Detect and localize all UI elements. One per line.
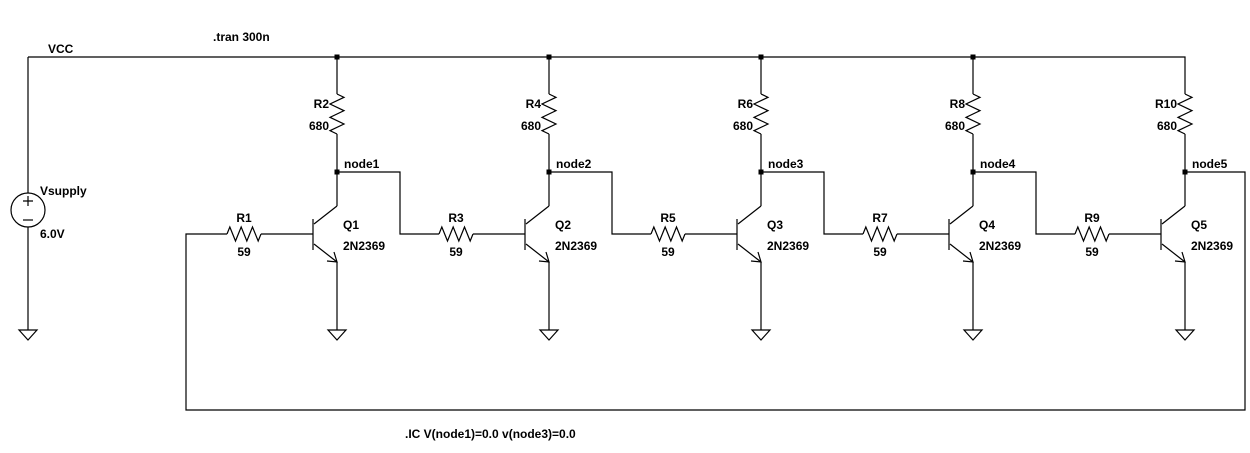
ground-symbol <box>1174 329 1196 341</box>
base-resistor-value: 59 <box>873 245 887 259</box>
transistor-name: Q5 <box>1191 218 1207 232</box>
collector-resistor-name: R4 <box>526 97 542 111</box>
base-resistor-symbol <box>226 225 262 243</box>
collector-resistor-value: 680 <box>733 119 753 133</box>
base-resistor-value: 59 <box>661 245 675 259</box>
collector-resistor-symbol <box>328 93 346 135</box>
vcc-rail-wire <box>28 56 1186 94</box>
base-resistor-value: 59 <box>449 245 463 259</box>
collector-resistor-name: R6 <box>738 97 754 111</box>
transistor-emitter-line <box>949 243 974 263</box>
vcc-net-label: VCC <box>48 42 74 56</box>
supply-ground-symbol <box>17 329 39 341</box>
base-resistor-symbol <box>1074 225 1110 243</box>
transistor-model: 2N2369 <box>1191 239 1233 253</box>
collector-resistor-symbol <box>1176 93 1194 135</box>
transistor-name: Q4 <box>979 218 995 232</box>
transistor-emitter-line <box>1161 243 1186 263</box>
node-label: node3 <box>768 157 804 171</box>
interstage-wire <box>337 171 439 235</box>
transistor-name: Q2 <box>555 218 571 232</box>
transistor-model: 2N2369 <box>555 239 597 253</box>
base-resistor-value: 59 <box>237 245 251 259</box>
transistor-model: 2N2369 <box>767 239 809 253</box>
base-resistor-name: R3 <box>448 211 464 225</box>
base-resistor-name: R1 <box>236 211 252 225</box>
ic-directive: .IC V(node1)=0.0 v(node3)=0.0 <box>405 427 576 441</box>
base-resistor-value: 59 <box>1085 245 1099 259</box>
ground-symbol <box>538 329 560 341</box>
transistor-emitter-line <box>313 243 338 263</box>
transistor-name: Q1 <box>343 218 359 232</box>
vsupply-value-label: 6.0V <box>40 227 65 241</box>
transistor-collector-line <box>525 205 550 225</box>
vsupply-plus-sign <box>23 196 33 206</box>
transistor-emitter-line <box>525 243 550 263</box>
interstage-wire <box>761 171 863 235</box>
base-resistor-name: R5 <box>660 211 676 225</box>
transistor-collector-line <box>737 205 762 225</box>
collector-resistor-symbol <box>540 93 558 135</box>
base-resistor-name: R7 <box>872 211 888 225</box>
transistor-collector-line <box>1161 205 1186 225</box>
collector-resistor-symbol <box>964 93 982 135</box>
transistor-collector-line <box>313 205 338 225</box>
interstage-wire <box>549 171 651 235</box>
collector-resistor-name: R10 <box>1155 97 1177 111</box>
ground-symbol <box>750 329 772 341</box>
node-label: node5 <box>1192 157 1228 171</box>
transistor-model: 2N2369 <box>979 239 1021 253</box>
node-label: node1 <box>344 157 380 171</box>
collector-resistor-value: 680 <box>521 119 541 133</box>
transistor-collector-line <box>949 205 974 225</box>
transistor-emitter-line <box>737 243 762 263</box>
transistor-name: Q3 <box>767 218 783 232</box>
feedback-loop-wire <box>185 171 1246 411</box>
collector-resistor-value: 680 <box>945 119 965 133</box>
vsupply-name-label: Vsupply <box>40 184 87 198</box>
ground-symbol <box>962 329 984 341</box>
tran-directive: .tran 300n <box>213 30 270 44</box>
base-resistor-symbol <box>438 225 474 243</box>
base-resistor-name: R9 <box>1084 211 1100 225</box>
vsupply-source-symbol <box>10 192 46 228</box>
collector-resistor-value: 680 <box>1157 119 1177 133</box>
collector-resistor-symbol <box>752 93 770 135</box>
base-resistor-symbol <box>650 225 686 243</box>
transistor-model: 2N2369 <box>343 239 385 253</box>
collector-resistor-value: 680 <box>309 119 329 133</box>
node-label: node4 <box>980 157 1016 171</box>
interstage-wire <box>973 171 1075 235</box>
base-resistor-symbol <box>862 225 898 243</box>
ground-symbol <box>326 329 348 341</box>
collector-resistor-name: R8 <box>950 97 966 111</box>
collector-resistor-name: R2 <box>314 97 330 111</box>
node-label: node2 <box>556 157 592 171</box>
